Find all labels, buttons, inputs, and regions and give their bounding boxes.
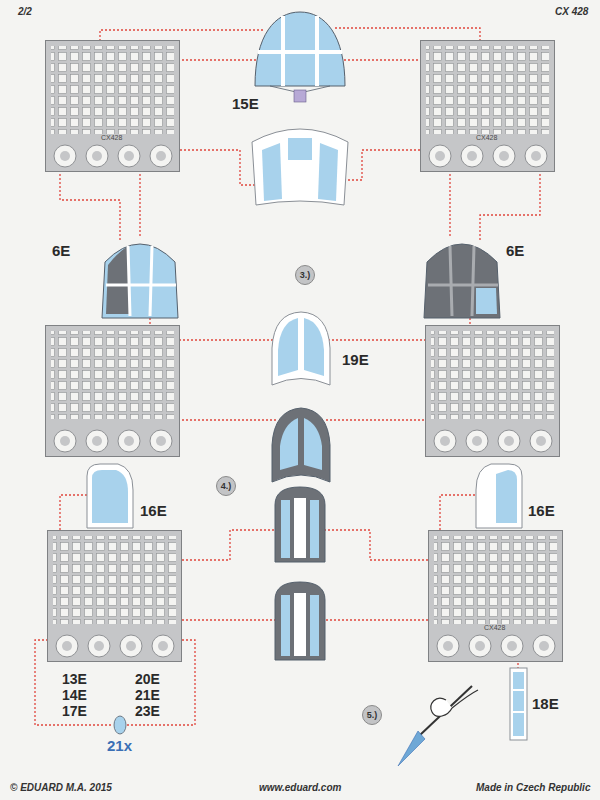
mask-sheet xyxy=(421,41,555,172)
web-address: www.eduard.com xyxy=(259,782,341,793)
step-number: 3.) xyxy=(295,265,315,285)
sheet-code: CX428 xyxy=(101,134,122,142)
mask-sheet xyxy=(46,41,180,172)
window-mask xyxy=(476,464,522,528)
step-text: 3.) xyxy=(300,271,311,280)
strip-mask xyxy=(510,668,527,740)
callout-number: 16E xyxy=(140,503,167,520)
callout-number: 13E xyxy=(62,672,87,687)
callout-number: 18E xyxy=(532,696,559,713)
origin-note: Made in Czech Republic xyxy=(476,782,590,793)
callout-number: 19E xyxy=(342,352,369,369)
canopy-frame xyxy=(275,487,325,562)
step-number: 4.) xyxy=(216,476,236,496)
page-number: 2/2 xyxy=(18,6,32,17)
mask-sheet xyxy=(48,531,182,662)
canopy-frame xyxy=(102,244,178,318)
set-code: CX 428 xyxy=(555,6,588,17)
callout-number: 17E xyxy=(62,704,87,719)
callout-number: 14E xyxy=(62,688,87,703)
mask-sheet xyxy=(426,326,560,457)
canopy-frame xyxy=(252,129,348,205)
canopy-dome xyxy=(255,12,345,102)
canopy-frame xyxy=(272,312,330,385)
canopy-frame xyxy=(424,244,500,318)
step-text: 4.) xyxy=(221,482,232,491)
callout-number: 16E xyxy=(528,503,555,520)
callout-number: 15E xyxy=(232,96,259,113)
sheet-code: CX428 xyxy=(476,134,497,142)
callout-number: 6E xyxy=(506,243,524,260)
callout-number: 6E xyxy=(52,243,70,260)
callout-number: 23E xyxy=(135,704,160,719)
callout-number: 21E xyxy=(135,688,160,703)
round-mask xyxy=(114,716,126,734)
sheet-code: CX428 xyxy=(484,624,505,632)
copyright-note: © EDUARD M.A. 2015 xyxy=(10,782,112,793)
step-text: 5.) xyxy=(367,711,378,720)
brush-figure xyxy=(398,686,478,766)
quantity-label: 21x xyxy=(107,738,132,755)
mask-sheet xyxy=(46,326,180,457)
step-number: 5.) xyxy=(362,705,382,725)
canopy-frame xyxy=(275,582,325,660)
callout-number: 20E xyxy=(135,672,160,687)
canopy-frame xyxy=(272,408,330,482)
window-mask xyxy=(87,464,133,528)
mask-sheet xyxy=(429,531,563,662)
